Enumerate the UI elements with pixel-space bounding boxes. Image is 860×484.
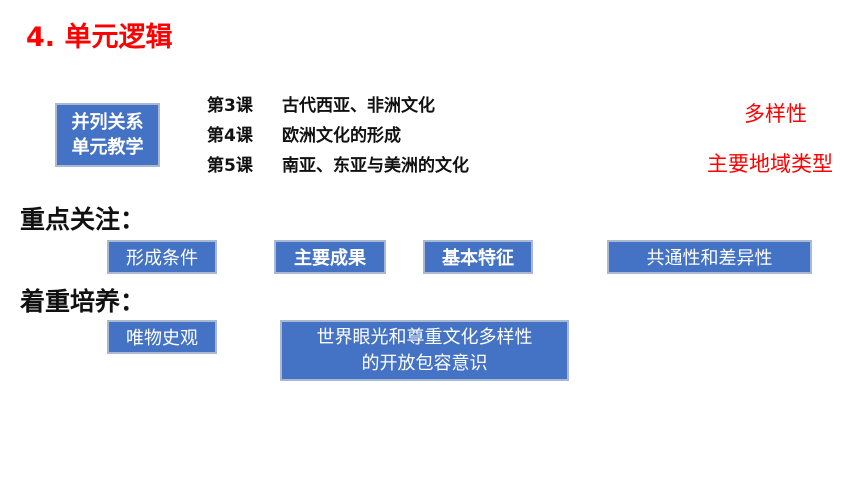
focus-item-basic-features: 基本特征 bbox=[423, 240, 533, 274]
unit-box-line2: 单元教学 bbox=[71, 137, 144, 158]
lesson-list: 第3课 古代西亚、非洲文化 第4课 欧洲文化的形成 第5课 南亚、东亚与美洲的文化 bbox=[207, 91, 469, 181]
global-vision-line2: 的开放包容意识 bbox=[361, 352, 488, 374]
lesson-title: 南亚、东亚与美洲的文化 bbox=[282, 156, 469, 176]
lesson-title: 欧洲文化的形成 bbox=[282, 126, 401, 146]
cultivate-item-global-vision: 世界眼光和尊重文化多样性 的开放包容意识 bbox=[280, 320, 569, 381]
focus-item-commonality-difference: 共通性和差异性 bbox=[607, 240, 812, 274]
regions-label: 主要地域类型 bbox=[707, 152, 833, 176]
diversity-label: 多样性 bbox=[744, 102, 807, 126]
lesson-item: 第5课 南亚、东亚与美洲的文化 bbox=[207, 151, 469, 181]
lesson-title: 古代西亚、非洲文化 bbox=[282, 96, 435, 116]
cultivate-heading: 着重培养： bbox=[20, 287, 146, 316]
focus-heading: 重点关注： bbox=[20, 205, 146, 234]
lesson-item: 第3课 古代西亚、非洲文化 bbox=[207, 91, 469, 121]
lesson-number: 第4课 bbox=[207, 126, 253, 146]
lesson-number: 第5课 bbox=[207, 156, 253, 176]
unit-box-line1: 并列关系 bbox=[71, 112, 144, 133]
lesson-item: 第4课 欧洲文化的形成 bbox=[207, 121, 469, 151]
unit-relation-box: 并列关系 单元教学 bbox=[55, 103, 160, 167]
focus-item-formation-conditions: 形成条件 bbox=[107, 240, 217, 274]
cultivate-item-historical-materialism: 唯物史观 bbox=[107, 320, 217, 354]
slide-title: 4. 单元逻辑 bbox=[26, 22, 173, 53]
lesson-number: 第3课 bbox=[207, 96, 253, 116]
global-vision-line1: 世界眼光和尊重文化多样性 bbox=[316, 326, 533, 348]
focus-item-main-achievements: 主要成果 bbox=[274, 240, 386, 274]
